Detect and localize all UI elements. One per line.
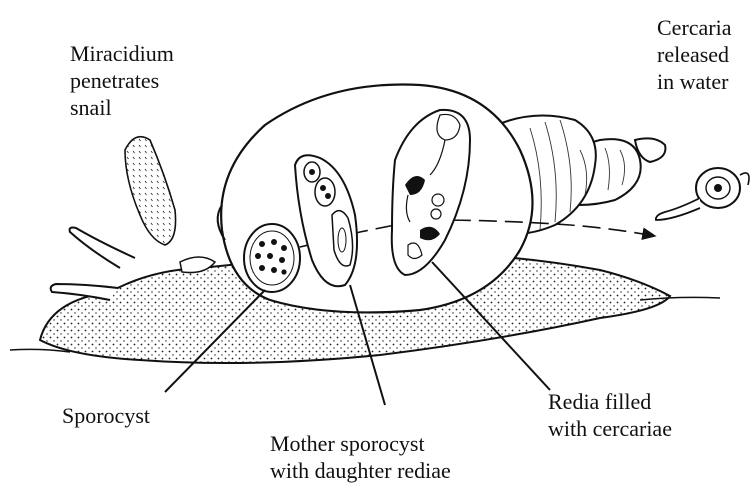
label-line: with daughter rediae <box>270 457 451 484</box>
label-line: Cercaria <box>657 14 732 41</box>
tentacle-upper <box>70 228 135 269</box>
ground-line <box>10 349 70 352</box>
label-miracidium: Miracidium penetrates snail <box>70 40 174 121</box>
label-redia: Redia filled with cercariae <box>548 388 672 442</box>
label-line: Miracidium <box>70 40 174 67</box>
label-line: with cercariae <box>548 415 672 442</box>
label-line: in water <box>657 68 732 95</box>
label-mother-sporocyst: Mother sporocyst with daughter rediae <box>270 430 451 484</box>
label-cercaria: Cercaria released in water <box>657 14 732 95</box>
label-line: released <box>657 41 732 68</box>
label-line: Mother sporocyst <box>270 430 451 457</box>
label-line: penetrates <box>70 67 174 94</box>
label-sporocyst: Sporocyst <box>62 402 150 429</box>
label-line: snail <box>70 94 174 121</box>
miracidium <box>125 137 176 245</box>
label-line: Redia filled <box>548 388 672 415</box>
free-cercaria <box>656 168 749 220</box>
